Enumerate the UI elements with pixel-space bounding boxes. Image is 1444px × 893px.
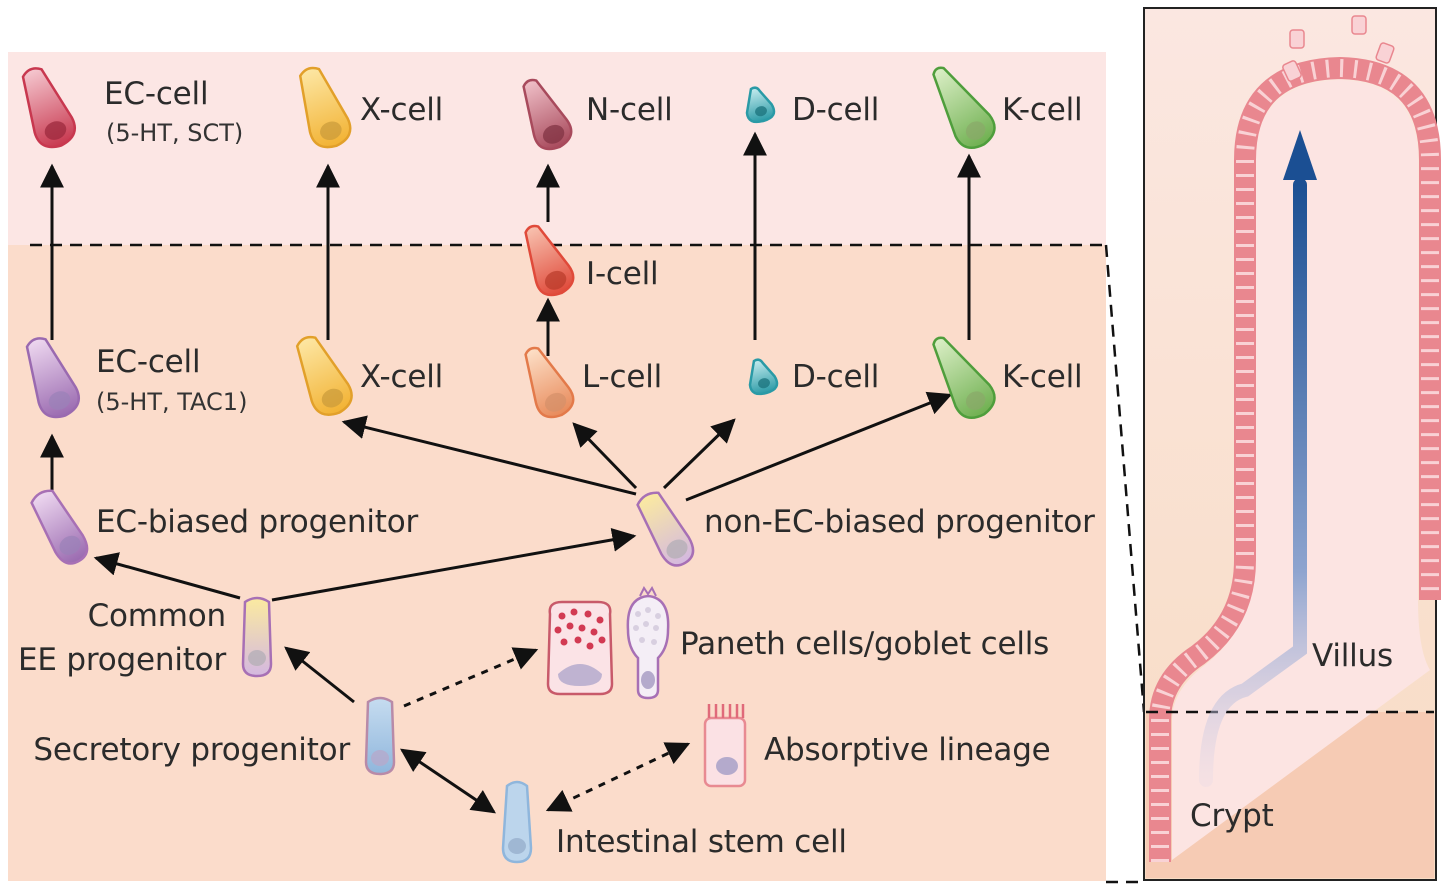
d-cell-top-label: D-cell	[792, 92, 880, 128]
x-cell-mid-shape	[295, 335, 353, 416]
ec-biased-progenitor-label: EC-biased progenitor	[96, 504, 419, 540]
x-cell-mid-label: X-cell	[360, 359, 444, 395]
d-cell-top-shape	[745, 86, 776, 124]
ec-cell-mid-label: EC-cell	[96, 344, 201, 380]
common-ee-progenitor-label-line2: EE progenitor	[17, 642, 226, 678]
intestinal-stem-cell-label: Intestinal stem cell	[556, 824, 847, 860]
k-cell-mid-label: K-cell	[1002, 359, 1083, 395]
ec-biased-progenitor-shape	[30, 489, 89, 565]
common-ee-progenitor-label-line1: Common	[87, 598, 227, 634]
absorptive-cell-shape	[703, 704, 747, 788]
k-cell-top-label: K-cell	[1002, 92, 1083, 128]
l-cell-mid-shape	[524, 346, 575, 419]
l-cell-mid-label: L-cell	[582, 359, 663, 395]
d-cell-mid-label: D-cell	[792, 359, 880, 395]
i-cell-shape	[524, 224, 575, 297]
ec-cell-top-sublabel: (5-HT, SCT)	[106, 119, 244, 147]
villus-label: Villus	[1312, 638, 1393, 674]
ec-cell-mid-shape	[25, 337, 80, 419]
common-ee-progenitor-shape	[241, 596, 273, 678]
n-cell-top-label: N-cell	[586, 92, 673, 128]
goblet-cell-shape	[626, 586, 670, 700]
villus-panel	[1143, 7, 1441, 881]
paneth-goblet-label: Paneth cells/goblet cells	[680, 626, 1050, 662]
n-cell-top-shape	[522, 78, 573, 151]
non-ec-biased-progenitor-shape	[636, 491, 695, 567]
absorptive-lineage-label: Absorptive lineage	[764, 732, 1051, 768]
zoom-guide-upper	[1104, 244, 1146, 713]
i-cell-label: I-cell	[586, 256, 659, 292]
k-cell-top-shape	[932, 66, 996, 150]
ec-cell-top-label: EC-cell	[104, 76, 209, 112]
k-cell-mid-shape	[932, 336, 996, 420]
ec-cell-top-shape	[21, 67, 76, 149]
x-cell-top-shape	[298, 66, 352, 149]
secretory-progenitor-shape	[364, 696, 396, 776]
secretory-progenitor-label: Secretory progenitor	[33, 732, 350, 768]
intestinal-stem-cell-shape	[501, 780, 533, 864]
paneth-cell-shape	[546, 600, 614, 696]
ec-cell-mid-sublabel: (5-HT, TAC1)	[96, 388, 248, 416]
x-cell-top-label: X-cell	[360, 92, 444, 128]
d-cell-mid-shape	[748, 358, 779, 396]
crypt-label: Crypt	[1190, 798, 1274, 834]
lineage-arrows	[40, 131, 981, 814]
non-ec-biased-progenitor-label: non-EC-biased progenitor	[704, 504, 1095, 540]
